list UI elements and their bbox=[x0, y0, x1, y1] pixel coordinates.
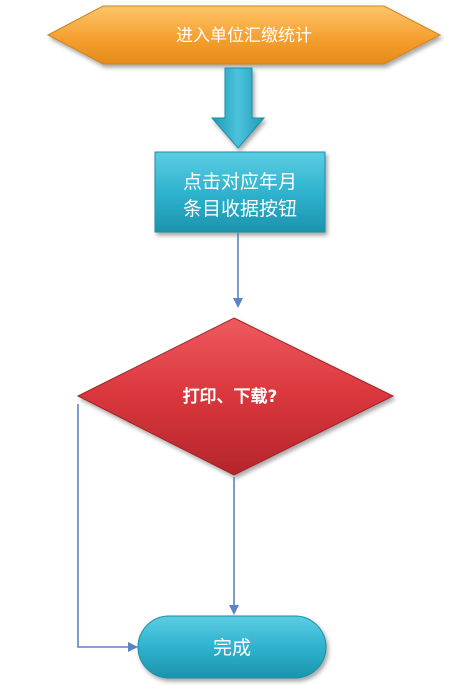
end-label: 完成 bbox=[213, 637, 251, 659]
end-node: 完成 bbox=[137, 615, 327, 679]
process-label-line2: 条目收据按钮 bbox=[183, 198, 297, 220]
process-label-line1: 点击对应年月 bbox=[183, 171, 297, 193]
connector-decision-end-side bbox=[77, 404, 138, 652]
start-node: 进入单位汇缴统计 bbox=[46, 5, 442, 65]
start-shape bbox=[46, 5, 442, 65]
decision-node: 打印、下载? bbox=[76, 317, 395, 476]
decision-label: 打印、下载? bbox=[183, 386, 278, 407]
decision-shape bbox=[76, 317, 395, 476]
process-node: 点击对应年月 条目收据按钮 bbox=[154, 151, 326, 233]
process-shape bbox=[154, 151, 326, 233]
start-label: 进入单位汇缴统计 bbox=[176, 26, 312, 46]
block-arrow-down bbox=[210, 67, 266, 149]
end-shape bbox=[137, 615, 327, 679]
